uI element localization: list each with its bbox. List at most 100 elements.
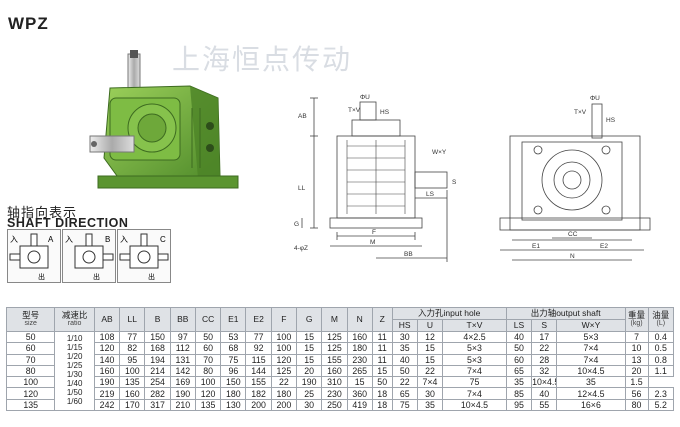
dim-ll: LL bbox=[298, 185, 306, 192]
cell-output: 5×3 bbox=[556, 330, 626, 344]
front-dim-u: ΦU bbox=[590, 95, 600, 102]
cell-weight: 35 bbox=[556, 376, 626, 389]
cell-dim: 15 bbox=[296, 353, 323, 366]
cell-dim: 92 bbox=[245, 342, 272, 355]
dim-tv: T×V bbox=[348, 107, 361, 114]
cell-dim: 190 bbox=[93, 376, 121, 389]
front-dim-tv: T×V bbox=[574, 109, 587, 116]
cell-dim: 360 bbox=[346, 387, 373, 400]
cell-input: 65 bbox=[391, 387, 418, 400]
cell-dim: 82 bbox=[119, 342, 146, 355]
cell-dim: 160 bbox=[119, 387, 146, 400]
header-cc: CC bbox=[194, 307, 222, 332]
cell-output: 22 bbox=[531, 342, 558, 355]
cell-output: 32 bbox=[531, 364, 558, 378]
ratio-value: 1/40 bbox=[66, 378, 83, 388]
cell-input: 5×3 bbox=[442, 342, 507, 355]
cell-dim: 170 bbox=[119, 398, 146, 412]
cell-dim: 190 bbox=[169, 387, 196, 400]
cell-dim: 160 bbox=[93, 364, 121, 378]
cell-dim: 15 bbox=[346, 376, 373, 389]
shaft-direction-c: C 入 出 bbox=[117, 229, 171, 283]
cell-dim: 219 bbox=[93, 387, 121, 400]
ratio-value: 1/30 bbox=[66, 370, 83, 380]
cell-size: 60 bbox=[5, 342, 56, 355]
cell-dim: 50 bbox=[194, 330, 222, 344]
header-wy: W×Y bbox=[556, 319, 626, 332]
header-bb: BB bbox=[169, 307, 196, 332]
cell-dim: 70 bbox=[194, 353, 222, 366]
cell-dim: 100 bbox=[119, 364, 146, 378]
cell-output: 50 bbox=[505, 342, 533, 355]
header-s: S bbox=[531, 319, 558, 332]
cell-size: 135 bbox=[5, 398, 56, 412]
cell-dim: 317 bbox=[144, 398, 171, 412]
cell-dim: 18 bbox=[371, 387, 393, 400]
cell-size: 50 bbox=[5, 330, 56, 344]
shaft-direction-cn: 轴指向表示 bbox=[7, 206, 78, 221]
dim-ab: AB bbox=[298, 113, 307, 120]
cell-input: 30 bbox=[391, 330, 418, 344]
header-tv: T×V bbox=[442, 319, 507, 332]
header-ls: LS bbox=[505, 319, 533, 332]
cell-dim: 108 bbox=[93, 330, 121, 344]
cell-dim: 100 bbox=[270, 342, 298, 355]
cell-dim: 282 bbox=[144, 387, 171, 400]
cell-size: 80 bbox=[5, 364, 56, 378]
cell-oil: 1.1 bbox=[647, 364, 675, 378]
cell-dim: 144 bbox=[245, 364, 272, 378]
cell-weight: 20 bbox=[624, 364, 649, 378]
header-z: Z bbox=[371, 307, 393, 332]
cell-oil: 0.8 bbox=[647, 353, 675, 366]
cell-output: 40 bbox=[505, 330, 533, 344]
cell-dim: 125 bbox=[321, 330, 348, 344]
cell-dim: 115 bbox=[245, 353, 272, 366]
cell-dim: 230 bbox=[321, 387, 348, 400]
cell-weight: 7 bbox=[624, 330, 649, 344]
ratio-value: 1/25 bbox=[66, 361, 83, 371]
cell-oil: 5.2 bbox=[647, 398, 675, 412]
cell-dim: 160 bbox=[346, 330, 373, 344]
cell-dim: 18 bbox=[371, 398, 393, 412]
cell-oil: 0.5 bbox=[647, 342, 675, 355]
ratio-value: 1/60 bbox=[66, 396, 83, 406]
cell-output: 10×4.5 bbox=[531, 376, 558, 389]
cell-input: 22 bbox=[391, 376, 418, 389]
cell-dim: 160 bbox=[321, 364, 348, 378]
cell-output: 35 bbox=[505, 376, 533, 389]
dim-bb: BB bbox=[404, 251, 413, 258]
ratio-value: 1/10 bbox=[66, 334, 83, 344]
shaft-direction-a: A 入 出 bbox=[7, 229, 61, 283]
cell-dim: 230 bbox=[346, 353, 373, 366]
cell-size: 120 bbox=[5, 387, 56, 400]
dim-g: G bbox=[294, 221, 299, 228]
cell-input: 50 bbox=[371, 376, 393, 389]
dim-f: F bbox=[372, 229, 376, 236]
cell-output: 7×4 bbox=[556, 353, 626, 366]
header-m: M bbox=[321, 307, 348, 332]
box-a-out: 出 bbox=[38, 272, 45, 281]
cell-dim: 20 bbox=[296, 364, 323, 378]
cell-output: 28 bbox=[531, 353, 558, 366]
cell-dim: 135 bbox=[119, 376, 146, 389]
cell-dim: 120 bbox=[194, 387, 222, 400]
cell-dim: 77 bbox=[245, 330, 272, 344]
front-view-drawing: ΦU T×V HS CC E1 E2 N bbox=[499, 95, 651, 261]
header-input: 入力孔input hole bbox=[391, 307, 507, 320]
cell-output: 17 bbox=[531, 330, 558, 344]
header-ab: AB bbox=[93, 307, 121, 332]
cell-dim: 15 bbox=[296, 330, 323, 344]
cell-dim: 15 bbox=[296, 342, 323, 355]
cell-dim: 194 bbox=[144, 353, 171, 366]
header-oil: 油量(L) bbox=[647, 307, 675, 332]
cell-dim: 169 bbox=[169, 376, 196, 389]
cell-input: 10×4.5 bbox=[442, 398, 507, 412]
cell-dim: 242 bbox=[93, 398, 121, 412]
cell-input: 40 bbox=[391, 353, 418, 366]
cell-dim: 120 bbox=[93, 342, 121, 355]
cell-output: 65 bbox=[505, 364, 533, 378]
